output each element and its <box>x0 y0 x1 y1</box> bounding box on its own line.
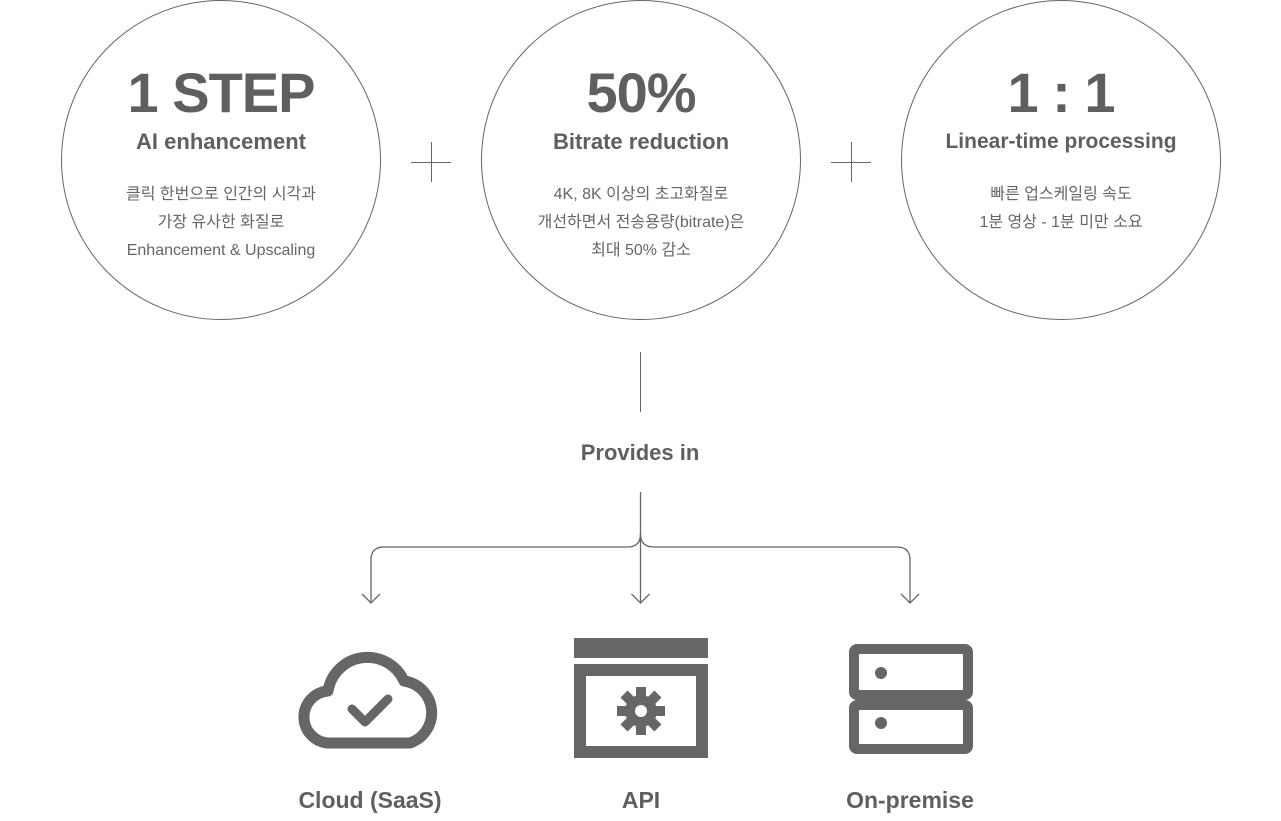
feature-description: 클릭 한번으로 인간의 시각과 가장 유사한 화질로 Enhancement &… <box>62 181 380 265</box>
plus-icon <box>831 142 871 182</box>
option-cloud-label: Cloud (SaaS) <box>298 787 442 813</box>
arrow-center <box>631 593 650 604</box>
feature-desc-line: 1분 영상 - 1분 미만 소요 <box>979 214 1143 231</box>
feature-desc-line: 개선하면서 전송용량(bitrate)은 <box>537 214 745 231</box>
branch-left <box>370 533 642 602</box>
feature-desc-line: 클릭 한번으로 인간의 시각과 <box>126 186 316 203</box>
provides-label: Provides in <box>580 440 700 465</box>
feature-desc-line: 빠른 업스케일링 속도 <box>990 186 1132 203</box>
feature-title: Bitrate reduction <box>552 129 730 154</box>
arrow-right <box>900 593 920 604</box>
feature-title: Linear-time processing <box>945 130 1177 153</box>
feature-headline: 1 STEP <box>127 61 316 124</box>
feature-desc-line: 최대 50% 감소 <box>591 242 691 259</box>
option-api-label: API <box>621 787 661 813</box>
branch-right <box>639 533 911 602</box>
feature-headline: 1 : 1 <box>1007 61 1115 124</box>
arrow-left <box>361 593 381 604</box>
branch-arrows <box>361 492 920 604</box>
feature-ai-enhancement: 1 STEP AI enhancement 클릭 한번으로 인간의 시각과 가장… <box>61 0 381 320</box>
cloud-check-icon <box>298 651 438 749</box>
option-onpremise-label: On-premise <box>846 787 974 813</box>
feature-desc-line: 4K, 8K 이상의 초고화질로 <box>553 186 729 203</box>
api-gear-icon <box>574 638 708 758</box>
feature-bitrate-reduction: 50% Bitrate reduction 4K, 8K 이상의 초고화질로 개… <box>481 0 801 320</box>
feature-headline: 50% <box>586 61 696 124</box>
feature-description: 빠른 업스케일링 속도 1분 영상 - 1분 미만 소요 <box>902 181 1220 237</box>
feature-desc-line: Enhancement & Upscaling <box>126 242 316 259</box>
feature-description: 4K, 8K 이상의 초고화질로 개선하면서 전송용량(bitrate)은 최대… <box>482 181 800 265</box>
feature-linear-time: 1 : 1 Linear-time processing 빠른 업스케일링 속도… <box>901 0 1221 320</box>
plus-icon <box>411 142 451 182</box>
feature-title: AI enhancement <box>136 129 306 154</box>
connector-line <box>640 352 642 412</box>
feature-desc-line: 가장 유사한 화질로 <box>157 214 285 231</box>
server-icon <box>849 644 973 754</box>
